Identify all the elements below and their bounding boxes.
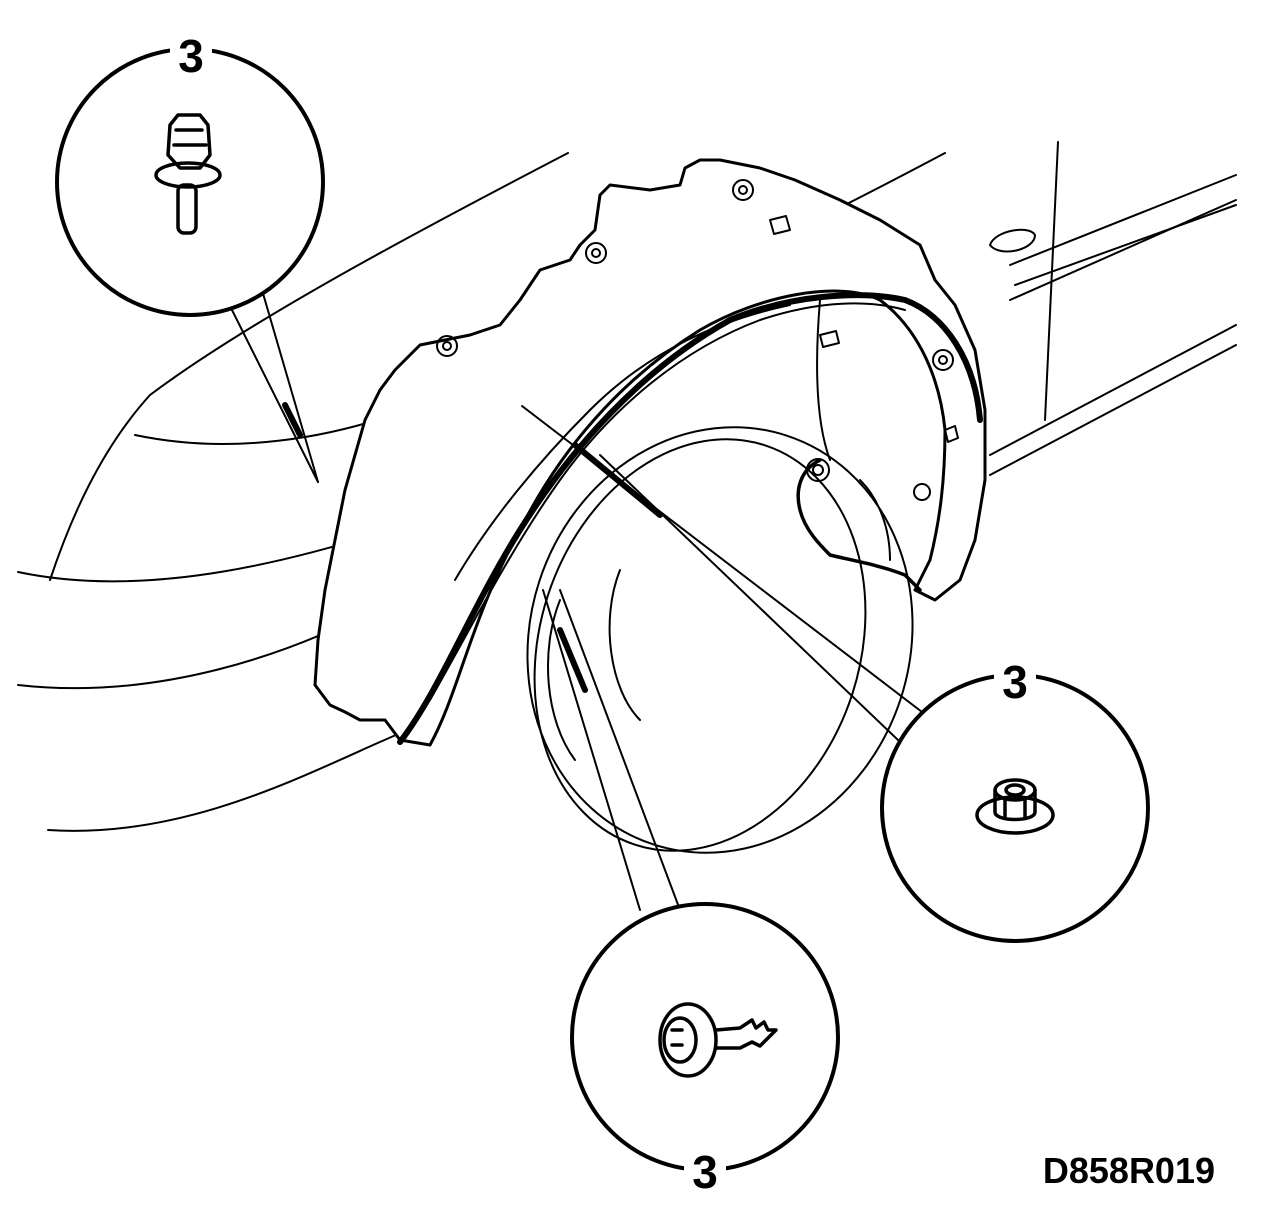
callout-label-3: 3 bbox=[692, 1146, 718, 1198]
liner-clip-6 bbox=[913, 483, 931, 501]
callout-label-2: 3 bbox=[1002, 656, 1028, 708]
callout-screw: 3 bbox=[570, 902, 840, 1198]
liner-clip-3 bbox=[732, 179, 754, 201]
liner-clip-1 bbox=[436, 335, 458, 357]
wheel-arch-liner bbox=[313, 158, 987, 747]
screw-icon bbox=[658, 1002, 778, 1078]
push-clip-icon bbox=[154, 113, 222, 235]
liner-clip-4 bbox=[932, 349, 954, 371]
car-body-lines bbox=[17, 141, 1237, 832]
callout-label-1: 3 bbox=[178, 30, 204, 82]
wheel-tyre bbox=[526, 426, 914, 854]
leader-lines bbox=[227, 289, 923, 911]
liner-clip-5 bbox=[806, 458, 830, 482]
flange-nut-icon bbox=[975, 778, 1055, 835]
callout-flange-nut: 3 bbox=[880, 655, 1150, 943]
liner-clip-2 bbox=[585, 242, 607, 264]
callout-push-clip: 3 bbox=[55, 30, 325, 317]
figure-reference: D858R019 bbox=[1043, 1150, 1215, 1191]
